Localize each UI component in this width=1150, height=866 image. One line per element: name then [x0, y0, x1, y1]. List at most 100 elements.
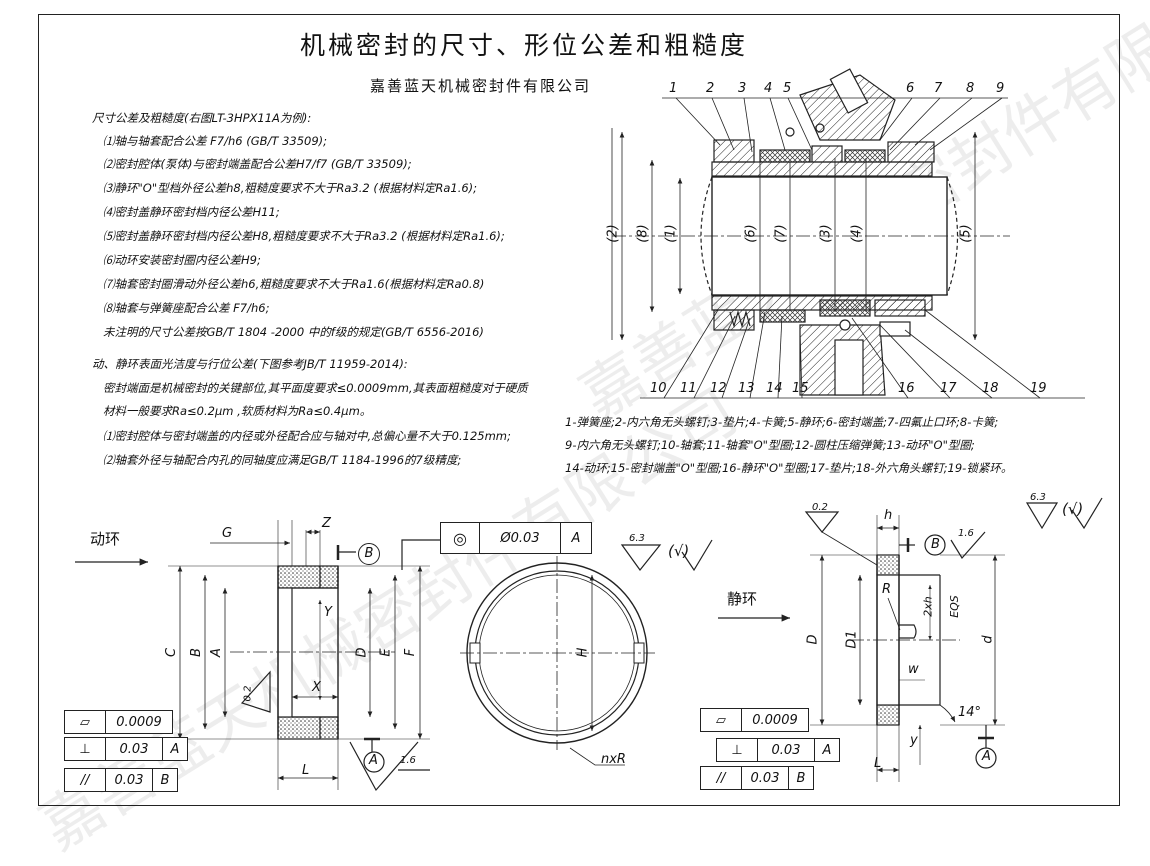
- flatness-icon: ▱: [65, 711, 106, 733]
- dim-label-d-outer: D: [805, 634, 821, 645]
- dim-label-w: w: [908, 662, 919, 677]
- roughness-16-rotating: 1.6: [400, 755, 416, 766]
- size-note-item: 未注明的尺寸公差按GB/T 1804 -2000 中的f级的规定(GB/T 65…: [103, 325, 484, 339]
- concentricity-value: Ø0.03: [480, 523, 561, 553]
- dim-label-b: B: [188, 648, 204, 657]
- part-number-14: 14: [766, 381, 783, 396]
- part-number-1: 1: [669, 81, 678, 96]
- dim-label-x: X: [312, 680, 321, 695]
- flatness-value: 0.0009: [116, 714, 162, 730]
- part-number-10: 10: [650, 381, 667, 396]
- datum-a-stationary: A: [982, 749, 991, 764]
- dim-label-l: L: [302, 763, 310, 778]
- roughness-63-corner: 6.3: [1030, 492, 1046, 503]
- parallelism-icon: //: [65, 769, 106, 791]
- stationary-ring-view: [718, 497, 1103, 782]
- face-note-item: 材料一般要求Ra≤0.2μm ,软质材料为Ra≤0.4μm。: [103, 404, 372, 418]
- size-note-item: ⑻轴套与弹簧座配合公差 F7/h6;: [103, 301, 270, 315]
- dim-label-g: G: [222, 526, 233, 541]
- angle-label: 14°: [958, 705, 982, 720]
- dim-label-f: F: [403, 648, 419, 657]
- size-note-item: ⑸密封盖静环密封档内径公差H8,粗糙度要求不大于Ra3.2 (根据材料定Ra1.…: [103, 229, 505, 243]
- datum-b-rotating: B: [358, 543, 380, 565]
- size-notes-heading: 尺寸公差及粗糙度(右图LT-3HPX11A为例):: [92, 111, 312, 125]
- engineering-drawing: [75, 68, 1103, 792]
- parallelism-value: 0.03: [742, 767, 789, 789]
- dim-label-l-small: L: [874, 756, 882, 771]
- size-note-item: ⑵密封腔体(泵体)与密封端盖配合公差H7/f7 (GB/T 33509);: [103, 157, 412, 171]
- perpendicularity-frame-rotating: ⊥ 0.03 A: [64, 737, 188, 761]
- dim-5: (5): [958, 224, 974, 243]
- part-number-18: 18: [982, 381, 999, 396]
- dim-label-r: R: [882, 582, 892, 597]
- size-note-item: ⑷密封盖静环密封档内径公差H11;: [103, 205, 280, 219]
- parallelism-datum: B: [796, 770, 806, 786]
- flatness-frame-rotating: ▱ 0.0009: [64, 710, 173, 734]
- parallelism-datum: B: [160, 772, 170, 788]
- parallelism-value: 0.03: [106, 769, 153, 791]
- face-notes-heading: 动、静环表面光洁度与行位公差(下图参考JB/T 11959-2014):: [92, 357, 408, 371]
- parts-legend-line: 1-弹簧座;2-内六角无头螺钉;3-垫片;4-卡簧;5-静环;6-密封端盖;7-…: [565, 415, 999, 429]
- parts-legend-line: 9-内六角无头螺钉;10-轴套;11-轴套"O"型圈;12-圆柱压缩弹簧;13-…: [565, 438, 975, 452]
- dim-label-nxr: nxR: [601, 752, 626, 767]
- roughness-rest-rotating: (√): [668, 542, 690, 560]
- part-number-5: 5: [783, 81, 792, 96]
- assembly-view: [611, 68, 1085, 399]
- flatness-frame-stationary: ▱ 0.0009: [700, 708, 809, 732]
- rotating-ring-title: 动环: [90, 530, 121, 548]
- flatness-value: 0.0009: [752, 712, 798, 728]
- company-name: 嘉善蓝天机械密封件有限公司: [370, 77, 592, 95]
- dim-label-h: H: [575, 647, 591, 658]
- dim-label-d-inner: d: [980, 635, 996, 644]
- part-number-17: 17: [940, 381, 957, 396]
- part-number-13: 13: [738, 381, 755, 396]
- dim-label-d: D: [354, 647, 370, 658]
- dim-3: (3): [818, 224, 834, 243]
- concentricity-datum: A: [571, 530, 581, 546]
- drawing-frame: [38, 14, 1120, 806]
- part-number-2: 2: [706, 81, 715, 96]
- parallelism-frame-stationary: // 0.03 B: [700, 766, 814, 790]
- parallelism-icon: //: [701, 767, 742, 789]
- dim-label-z: Z: [322, 516, 331, 531]
- dim-label-y: Y: [324, 605, 332, 620]
- dim-4: (4): [849, 224, 865, 243]
- flat-02-value: 0.2: [812, 502, 828, 513]
- dim-label-d1: D1: [844, 630, 860, 649]
- roughness-16-stationary: 1.6: [958, 528, 974, 539]
- size-note-item: ⑺轴套密封圈滑动外径公差h6,粗糙度要求不大于Ra1.6(根据材料定Ra0.8): [103, 277, 485, 291]
- part-number-9: 9: [996, 81, 1005, 96]
- perpendicularity-value: 0.03: [106, 738, 163, 760]
- rotating-ring-view: [75, 520, 713, 792]
- stationary-ring-title: 静环: [727, 590, 758, 608]
- dim-1: (1): [663, 224, 679, 243]
- part-number-4: 4: [764, 81, 773, 96]
- perpendicularity-datum: A: [822, 742, 832, 758]
- concentricity-icon: ◎: [441, 523, 480, 553]
- dim-7: (7): [773, 224, 789, 243]
- dim-label-e: E: [378, 648, 394, 657]
- dim-label-eqs: EQS: [947, 595, 961, 618]
- flatness-icon: ▱: [701, 709, 742, 731]
- datum-b-stationary: B: [931, 537, 940, 552]
- part-number-6: 6: [906, 81, 915, 96]
- part-number-7: 7: [934, 81, 943, 96]
- concentricity-frame: ◎ Ø0.03 A: [440, 522, 592, 554]
- parts-legend-line: 14-动环;15-密封端盖"O"型圈;16-静环"O"型圈;17-垫片;18-外…: [565, 461, 1013, 475]
- part-number-12: 12: [710, 381, 727, 396]
- part-number-15: 15: [792, 381, 809, 396]
- dim-6: (6): [743, 224, 759, 243]
- face-note-item: ⑵轴套外径与轴配合内孔的同轴度应满足GB/T 1184-1996的7级精度;: [103, 453, 462, 467]
- perpendicularity-icon: ⊥: [717, 739, 758, 761]
- part-number-8: 8: [966, 81, 975, 96]
- page-title: 机械密封的尺寸、形位公差和粗糙度: [300, 31, 749, 60]
- parallelism-frame-rotating: // 0.03 B: [64, 768, 178, 792]
- dim-8: (8): [635, 224, 651, 243]
- part-number-16: 16: [898, 381, 915, 396]
- roughness-63-rotating: 6.3: [629, 533, 645, 544]
- dim-label-c: C: [164, 647, 180, 658]
- size-note-item: ⑹动环安装密封圈内径公差H9;: [103, 253, 261, 267]
- dim-2: (2): [605, 224, 621, 243]
- perpendicularity-icon: ⊥: [65, 738, 106, 760]
- perpendicularity-value: 0.03: [758, 739, 815, 761]
